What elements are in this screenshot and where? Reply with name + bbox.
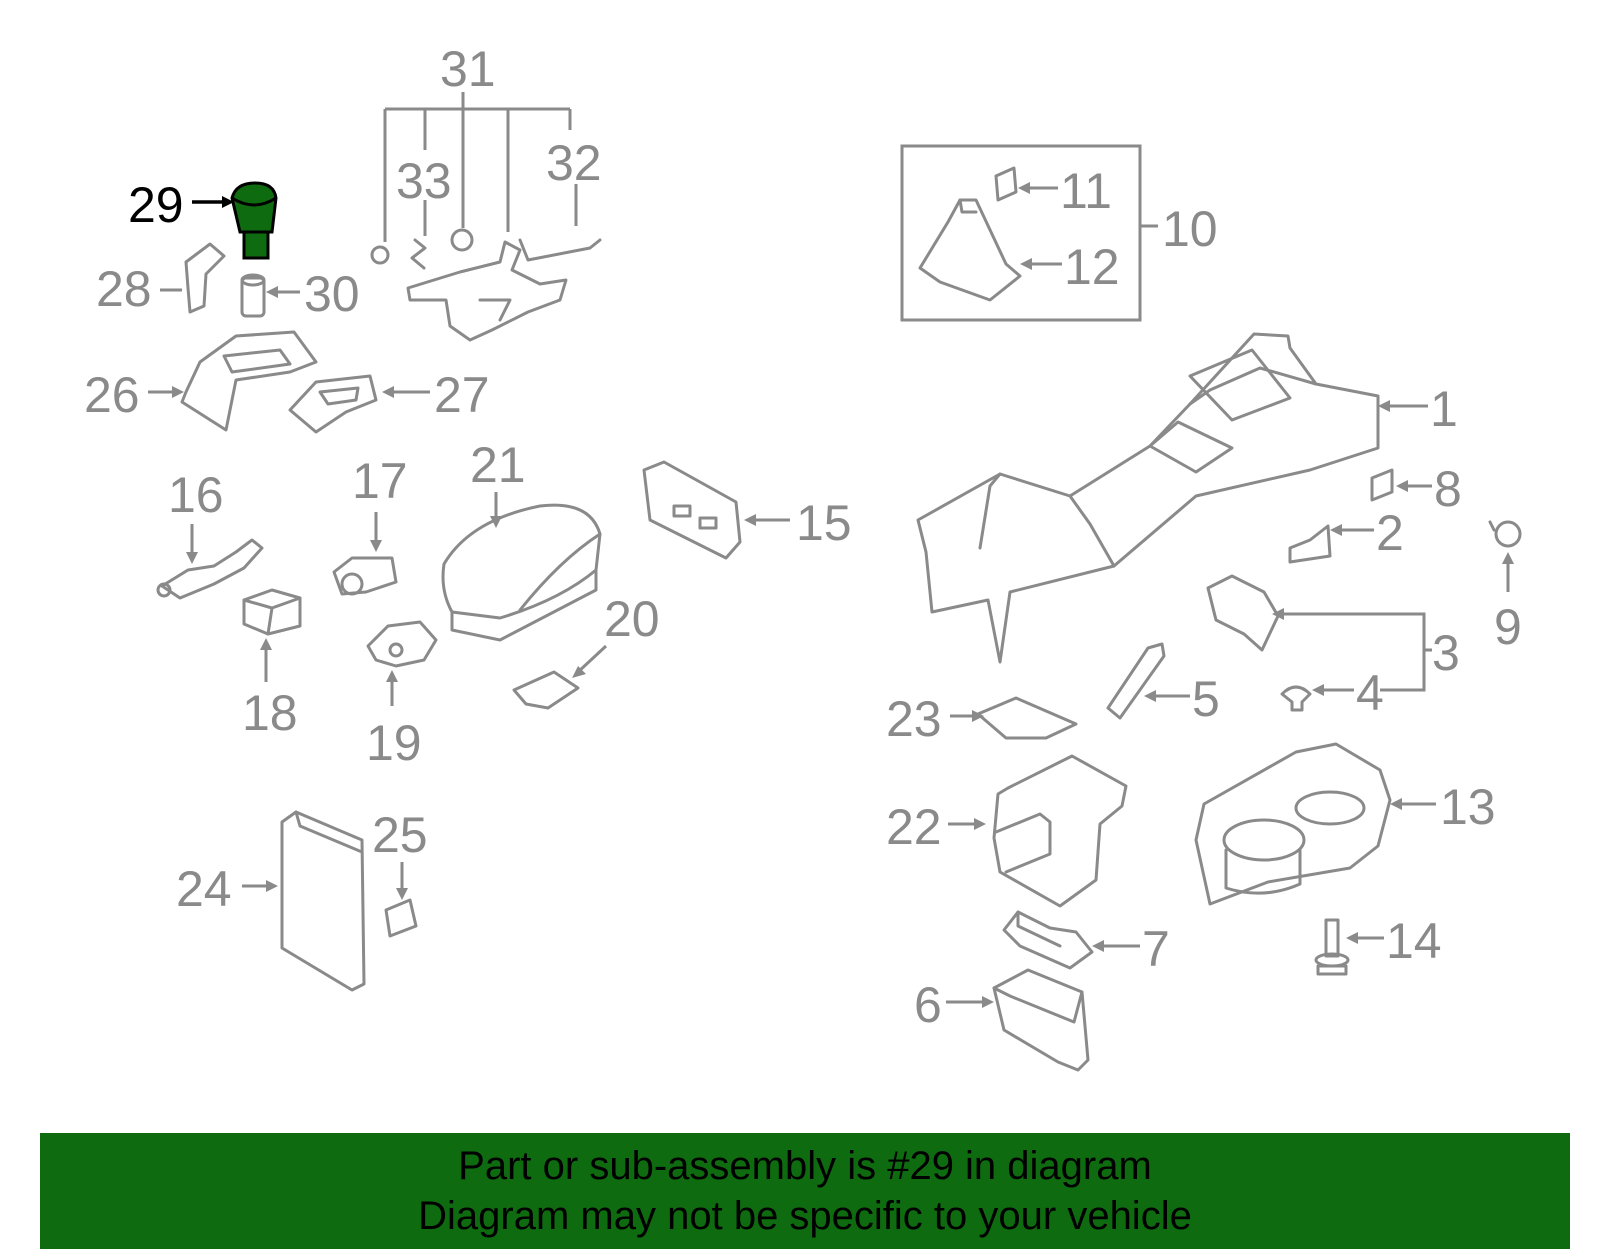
part-16 <box>156 538 264 600</box>
part-4 <box>1280 685 1312 712</box>
callout-19-label: 19 <box>366 715 422 771</box>
callout-33-label: 33 <box>396 153 452 209</box>
callout-18-label: 18 <box>242 685 298 741</box>
callout-29-arrow <box>222 196 234 208</box>
part-19 <box>366 620 438 668</box>
callout-30-label: 30 <box>304 266 360 322</box>
part-2 <box>1288 524 1332 564</box>
part-20 <box>512 670 580 710</box>
part-24 <box>280 810 366 992</box>
callout-22-label: 22 <box>886 799 942 855</box>
part-30 <box>240 273 266 318</box>
callout-12-label: 12 <box>1064 239 1120 295</box>
callout-8-label: 8 <box>1434 461 1462 517</box>
callout-2-label: 2 <box>1376 505 1404 561</box>
callout-6-label: 6 <box>914 977 942 1033</box>
callout-24-label: 24 <box>176 861 232 917</box>
part-11 <box>994 166 1018 202</box>
callout-10-label: 10 <box>1162 201 1218 257</box>
callout-23-label: 23 <box>886 691 942 747</box>
part-9 <box>1488 520 1522 548</box>
info-banner: Part or sub-assembly is #29 in diagram D… <box>40 1133 1570 1249</box>
part-26 <box>180 330 318 432</box>
part-14-bolt <box>1314 918 1350 976</box>
callout-9-label: 9 <box>1494 599 1522 655</box>
part-8 <box>1370 468 1394 502</box>
callout-25-label: 25 <box>372 807 428 863</box>
part-3 <box>1206 574 1280 652</box>
callout-3-label: 3 <box>1432 625 1460 681</box>
part-25 <box>384 898 418 938</box>
part-10-kit-box <box>900 144 1142 322</box>
part-15 <box>642 460 742 560</box>
callout-32-label: 32 <box>546 135 602 191</box>
callout-4-label: 4 <box>1356 665 1384 721</box>
callout-27-label: 27 <box>434 367 490 423</box>
callout-11-label: 11 <box>1060 163 1112 219</box>
callout-28-label: 28 <box>96 261 152 317</box>
part-17 <box>332 556 398 596</box>
part-7 <box>1002 910 1094 970</box>
banner-line-1: Part or sub-assembly is #29 in diagram <box>458 1144 1152 1188</box>
callout-14-label: 14 <box>1386 913 1442 969</box>
part-27 <box>288 374 378 434</box>
part-1-console <box>916 332 1380 664</box>
callout-29-label: 29 <box>128 177 184 233</box>
part-5 <box>1106 642 1166 720</box>
part-23 <box>976 696 1078 740</box>
callout-21-label: 21 <box>470 437 526 493</box>
callout-15-label: 15 <box>796 495 852 551</box>
part-12-shift-boot <box>918 198 1022 302</box>
callout-13-label: 13 <box>1440 779 1496 835</box>
callout-31-label: 31 <box>440 41 496 97</box>
banner-line-2: Diagram may not be specific to your vehi… <box>418 1194 1192 1238</box>
part-13-cup-holder <box>1194 742 1392 906</box>
part-18 <box>242 588 302 636</box>
part-29-shift-knob[interactable] <box>230 181 278 260</box>
part-31-shifter <box>370 228 602 342</box>
callout-5-label: 5 <box>1192 671 1220 727</box>
callout-20-label: 20 <box>604 591 660 647</box>
callout-7-label: 7 <box>1142 921 1170 977</box>
part-6 <box>992 968 1090 1072</box>
callout-17-label: 17 <box>352 453 408 509</box>
callout-16-label: 16 <box>168 467 224 523</box>
callout-1-label: 1 <box>1430 381 1458 437</box>
part-28 <box>184 242 226 314</box>
callout-26-label: 26 <box>84 367 140 423</box>
part-22 <box>992 754 1128 908</box>
part-21-armrest-lid <box>441 503 602 642</box>
